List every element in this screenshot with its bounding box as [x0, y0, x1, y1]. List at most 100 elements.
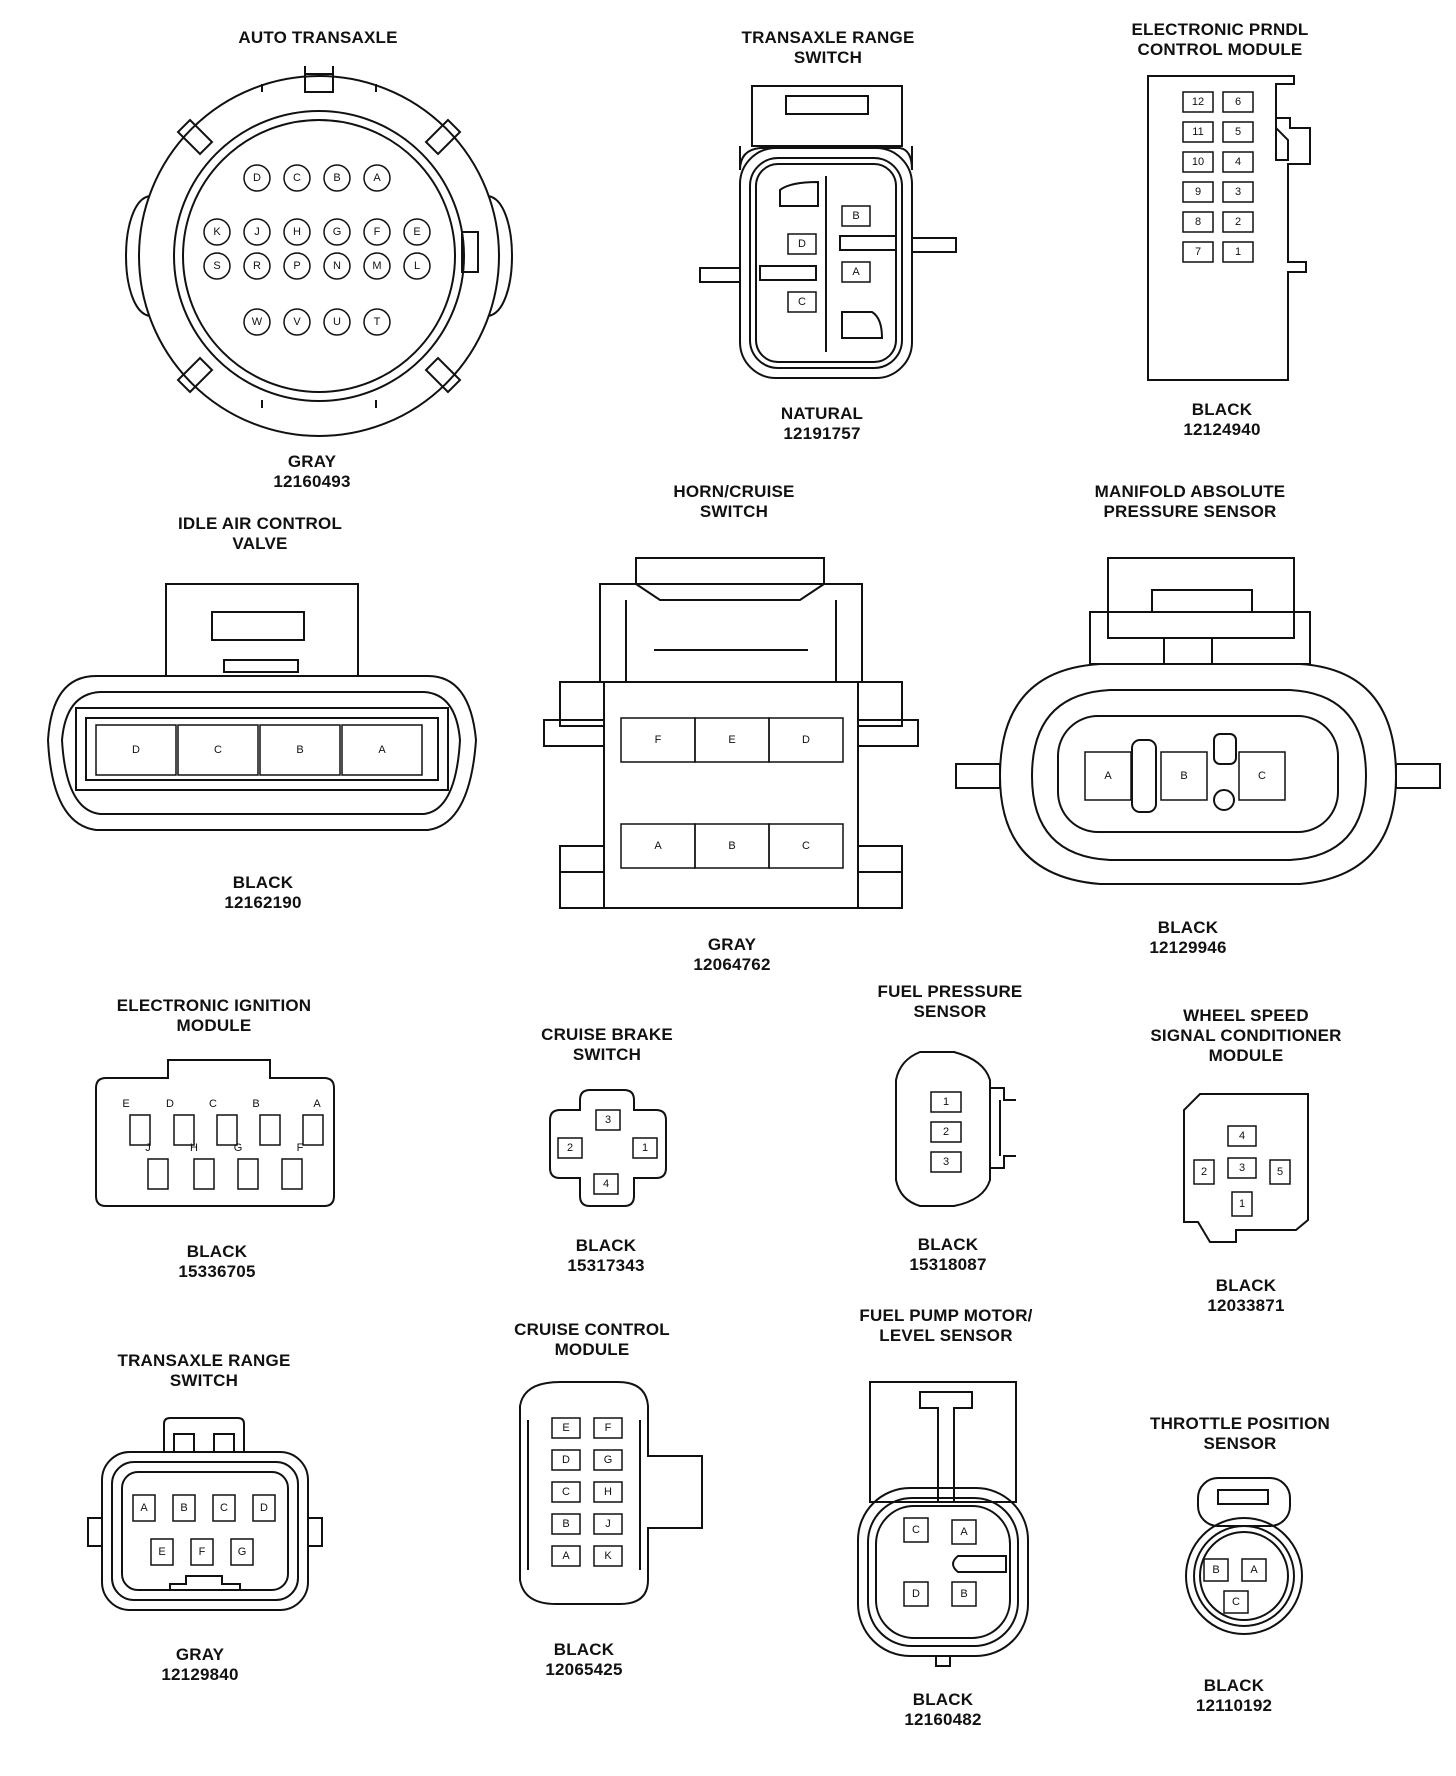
- trs-gray-pin: A: [140, 1502, 148, 1514]
- ccm-pin: A: [562, 1550, 570, 1562]
- prndl-pin-box: [1222, 211, 1254, 233]
- wheel-speed-pin-box: [1193, 1159, 1215, 1185]
- auto-transaxle-pin: B: [333, 172, 340, 184]
- auto-transaxle-pin-outline: [323, 218, 351, 246]
- wheel-speed-pin: 3: [1239, 1162, 1245, 1174]
- ccm-pin-box: [551, 1481, 581, 1503]
- prndl-pin: 7: [1195, 246, 1201, 258]
- eim-pin-box: [129, 1114, 151, 1146]
- horn-cruise-pin: E: [728, 734, 735, 746]
- iac-pin: A: [378, 744, 386, 756]
- auto-transaxle-pin-outline: [323, 308, 351, 336]
- ccm-pin-box: [551, 1545, 581, 1567]
- horn-cruise-pin-box: [768, 823, 844, 869]
- iac-pin: D: [132, 744, 140, 756]
- prndl-pin-box: [1182, 241, 1214, 263]
- trs-natural-pin-box: [841, 261, 871, 283]
- horn-cruise-pin-box: [768, 717, 844, 763]
- auto-transaxle-pin: W: [252, 316, 263, 328]
- eim-pin-label: G: [234, 1142, 243, 1154]
- ccm-pin-box: [593, 1481, 623, 1503]
- trs-gray-pin: D: [260, 1502, 268, 1514]
- cruise-brake-pin: 3: [605, 1114, 611, 1126]
- eim-pin-label: H: [190, 1142, 198, 1154]
- iac-pin-box: [95, 724, 177, 776]
- prndl-pin-box: [1222, 91, 1254, 113]
- auto-transaxle-pin: V: [293, 316, 301, 328]
- auto-transaxle-pin-outline: [243, 164, 271, 192]
- fuel-pressure-pin: 1: [943, 1096, 949, 1108]
- prndl-pin-box: [1182, 151, 1214, 173]
- prndl-pin: 11: [1192, 126, 1203, 138]
- auto-transaxle-pin: K: [213, 226, 221, 238]
- horn-cruise-pin: D: [802, 734, 810, 746]
- auto-transaxle-pin: M: [372, 260, 381, 272]
- eim-pin-label: B: [252, 1098, 259, 1110]
- iac-pin: B: [296, 744, 303, 756]
- tps-connector: B A C: [1185, 1477, 1303, 1635]
- ccm-pin: B: [562, 1518, 569, 1530]
- trs-gray-pin: C: [220, 1502, 228, 1514]
- eim-pin-box: [216, 1114, 238, 1146]
- ccm-pin-box: [551, 1417, 581, 1439]
- eim-pin-box: [193, 1158, 215, 1190]
- auto-transaxle-pin-outline: [403, 252, 431, 280]
- auto-transaxle-pin-outline: [243, 218, 271, 246]
- eim-pin-label: F: [297, 1142, 304, 1154]
- fuel-pump-pin: D: [912, 1588, 920, 1600]
- auto-transaxle-pin: H: [293, 226, 301, 238]
- tps-pin: B: [1212, 1564, 1219, 1576]
- wheel-speed-pin-box: [1269, 1159, 1291, 1185]
- cruise-brake-pin-box: [595, 1109, 621, 1131]
- tps-pin: A: [1250, 1564, 1258, 1576]
- fuel-pump-pin-box: [903, 1581, 929, 1607]
- ccm-pin-box: [551, 1513, 581, 1535]
- tps-pin-box: [1203, 1558, 1229, 1582]
- auto-transaxle-pin-outline: [283, 218, 311, 246]
- fuel-pump-pin-box: [951, 1581, 977, 1607]
- tps-pin: C: [1232, 1596, 1240, 1608]
- wheel-speed-pin: 2: [1201, 1166, 1207, 1178]
- iac-pin-box: [177, 724, 259, 776]
- map-pin-box: [1238, 751, 1286, 801]
- auto-transaxle-pin-outline: [283, 308, 311, 336]
- ccm-pin: D: [562, 1454, 570, 1466]
- prndl-pin-box: [1182, 181, 1214, 203]
- trs-natural-pin-box: [787, 233, 817, 255]
- wheel-speed-pin-box: [1227, 1125, 1257, 1147]
- auto-transaxle-pin-outline: [363, 308, 391, 336]
- auto-transaxle-pin-outline: [363, 218, 391, 246]
- horn-cruise-pin: F: [655, 734, 662, 746]
- tps-pin-box: [1241, 1558, 1267, 1582]
- auto-transaxle-pin: C: [293, 172, 301, 184]
- prndl-pin-box: [1182, 91, 1214, 113]
- map-pin-box: [1084, 751, 1132, 801]
- prndl-pin: 10: [1192, 156, 1204, 168]
- auto-transaxle-pin-outline: [323, 164, 351, 192]
- eim-pin-box: [147, 1158, 169, 1190]
- auto-transaxle-pin-outline: [243, 252, 271, 280]
- prndl-pin: 5: [1235, 126, 1241, 138]
